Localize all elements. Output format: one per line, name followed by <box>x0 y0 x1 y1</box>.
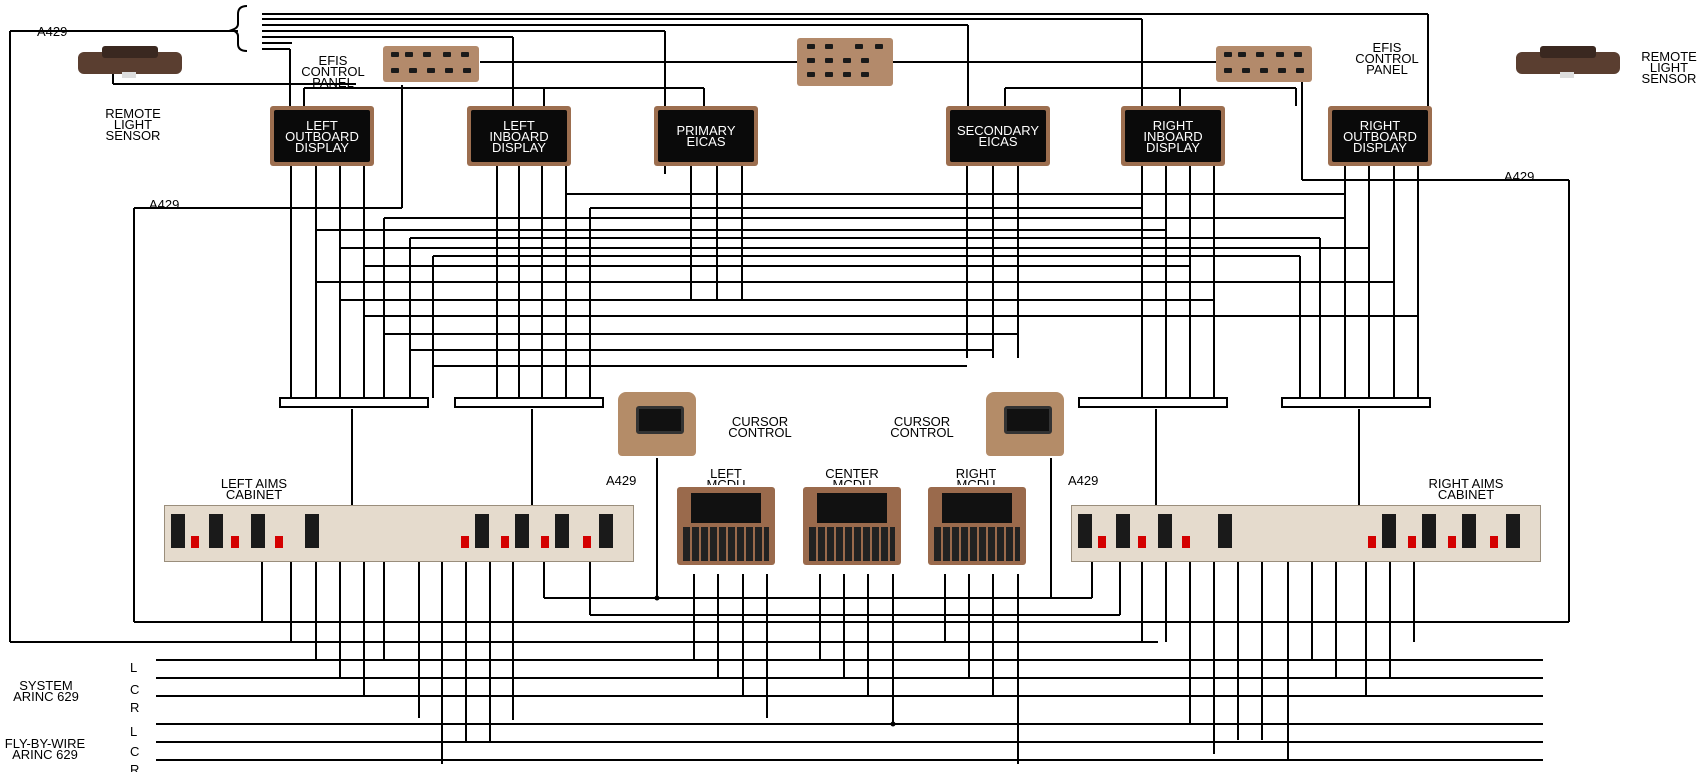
left-inboard-display-label: LEFT INBOARD DISPLAY <box>471 110 567 162</box>
center-mcdu-label: CENTER MCDU <box>818 468 886 485</box>
left-mcdu-label: LEFT MCDU <box>696 468 756 485</box>
bus-bar-right-outboard <box>1281 397 1431 408</box>
remote-light-sensor-left-label: REMOTE LIGHT SENSOR <box>96 108 170 141</box>
right-aims-cabinet-label: RIGHT AIMS CABINET <box>1416 478 1516 500</box>
left-outboard-display-label: LEFT OUTBOARD DISPLAY <box>274 110 370 162</box>
system-arinc-629-label: SYSTEM ARINC 629 <box>6 680 86 702</box>
left-inboard-display: LEFT INBOARD DISPLAY <box>467 106 571 166</box>
a429-label-cursor-right: A429 <box>1068 475 1098 486</box>
right-mcdu <box>928 487 1026 565</box>
primary-eicas-label: PRIMARY EICAS <box>658 110 754 162</box>
bus-bar-left-inboard <box>454 397 604 408</box>
primary-eicas-display: PRIMARY EICAS <box>654 106 758 166</box>
fbw-bus-r-label: R <box>130 764 139 772</box>
right-aims-cabinet <box>1071 505 1541 562</box>
secondary-eicas-display: SECONDARY EICAS <box>946 106 1050 166</box>
left-outboard-display: LEFT OUTBOARD DISPLAY <box>270 106 374 166</box>
fly-by-wire-arinc-629-label: FLY-BY-WIRE ARINC 629 <box>0 738 90 760</box>
cursor-control-right <box>986 392 1064 456</box>
display-select-panel <box>797 38 893 86</box>
cursor-control-right-label: CURSOR CONTROL <box>880 416 964 438</box>
fbw-bus-c-label: C <box>130 746 139 757</box>
cursor-control-left-label: CURSOR CONTROL <box>718 416 802 438</box>
efis-control-panel-left-label: EFIS CONTROL PANEL <box>296 55 370 88</box>
efis-control-panel-left <box>383 46 479 82</box>
right-inboard-display-label: RIGHT INBOARD DISPLAY <box>1125 110 1221 162</box>
system-bus-l-label: L <box>130 662 137 673</box>
a429-label-top: A429 <box>37 26 67 37</box>
right-outboard-display-label: RIGHT OUTBOARD DISPLAY <box>1332 110 1428 162</box>
efis-control-panel-right-label: EFIS CONTROL PANEL <box>1350 42 1424 75</box>
system-bus-r-label: R <box>130 702 139 713</box>
remote-light-sensor-right-label: REMOTE LIGHT SENSOR <box>1636 51 1702 84</box>
a429-label-cursor-left: A429 <box>606 475 636 486</box>
right-outboard-display: RIGHT OUTBOARD DISPLAY <box>1328 106 1432 166</box>
cursor-control-left <box>618 392 696 456</box>
remote-light-sensor-right <box>1514 44 1622 78</box>
left-aims-cabinet <box>164 505 634 562</box>
efis-control-panel-right <box>1216 46 1312 82</box>
a429-label-left: A429 <box>149 199 179 210</box>
right-inboard-display: RIGHT INBOARD DISPLAY <box>1121 106 1225 166</box>
remote-light-sensor-left <box>76 44 184 78</box>
secondary-eicas-label: SECONDARY EICAS <box>950 110 1046 162</box>
bus-bar-left-outboard <box>279 397 429 408</box>
fbw-bus-l-label: L <box>130 726 137 737</box>
left-mcdu <box>677 487 775 565</box>
system-bus-c-label: C <box>130 684 139 695</box>
center-mcdu <box>803 487 901 565</box>
right-mcdu-label: RIGHT MCDU <box>946 468 1006 485</box>
a429-label-right: A429 <box>1504 171 1534 182</box>
left-aims-cabinet-label: LEFT AIMS CABINET <box>206 478 302 500</box>
bus-bar-right-inboard <box>1078 397 1228 408</box>
